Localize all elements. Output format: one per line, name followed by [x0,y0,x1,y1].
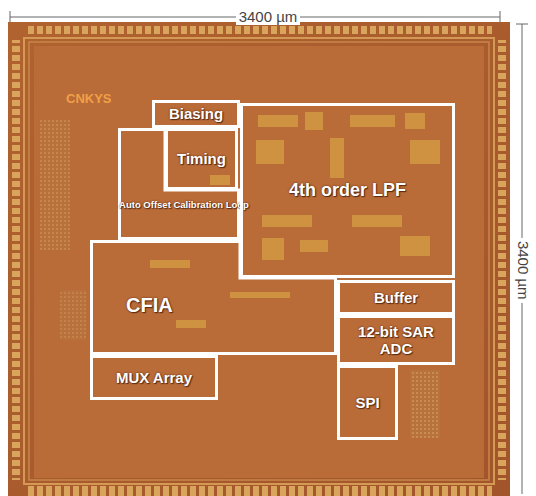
block-outline-path [120,130,239,239]
dimension-label: 3400 µm [514,238,531,303]
chip-logo: CNKYS [66,92,112,106]
block-region: Timing [165,128,238,190]
block-region: SPI [337,365,398,440]
block-label: SPI [355,394,379,411]
dimension-label: 3400 µm [236,9,301,26]
block-label: CFIA [126,294,173,317]
block-region: Biasing [152,100,240,128]
block-label: 4th order LPF [289,180,406,201]
block-label: Auto Offset Calibration Loop [119,200,249,211]
block-label: Buffer [374,289,418,306]
block-region: 4th order LPF [240,103,455,278]
block-label: Timing [177,150,226,167]
block-outline-path [92,242,336,354]
block-region: Auto Offset Calibration Loop [118,128,250,240]
block-outline [118,128,240,240]
block-region: MUX Array [90,355,218,400]
block-region: 12-bit SAR ADC [337,315,455,365]
block-label: MUX Array [116,369,192,386]
block-region: Buffer [337,280,455,315]
block-label: Biasing [169,105,223,122]
block-label: 12-bit SAR ADC [356,323,436,358]
block-region: CFIA [90,240,337,355]
